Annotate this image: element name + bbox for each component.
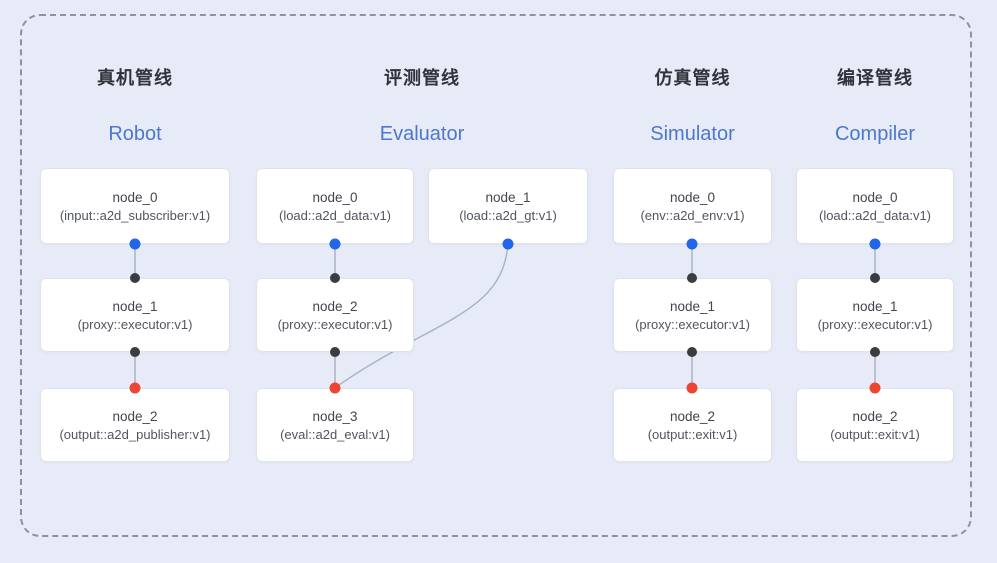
node-robot-1: node_1 (proxy::executor:v1)	[40, 278, 230, 352]
node-type: (eval::a2d_eval:v1)	[280, 426, 390, 442]
node-evaluator-1: node_1 (load::a2d_gt:v1)	[428, 168, 588, 244]
input-port-icon	[870, 273, 880, 283]
node-type: (proxy::executor:v1)	[77, 316, 193, 332]
output-port-icon	[870, 347, 880, 357]
node-name: node_0	[312, 189, 358, 205]
node-type: (output::exit:v1)	[830, 426, 920, 442]
node-name: node_2	[852, 408, 898, 424]
node-type: (proxy::executor:v1)	[635, 316, 750, 332]
node-name: node_1	[112, 298, 158, 314]
input-port-icon	[687, 273, 697, 283]
node-name: node_0	[112, 189, 158, 205]
input-port-icon	[130, 273, 140, 283]
input-port-icon	[129, 382, 141, 394]
node-type: (proxy::executor:v1)	[277, 316, 393, 332]
node-type: (load::a2d_data:v1)	[278, 207, 392, 223]
node-evaluator-2: node_2 (proxy::executor:v1)	[256, 278, 414, 352]
output-port-icon	[330, 347, 340, 357]
output-port-icon	[869, 238, 881, 250]
node-compiler-2: node_2 (output::exit:v1)	[796, 388, 954, 462]
node-name: node_1	[852, 298, 898, 314]
node-robot-0: node_0 (input::a2d_subscriber:v1)	[40, 168, 230, 244]
pipeline-subtitle-evaluator: Evaluator	[379, 123, 465, 145]
node-name: node_1	[669, 298, 716, 314]
pipeline-title-simulator: 仿真管线	[654, 68, 731, 88]
output-port-icon	[502, 238, 514, 250]
node-name: node_1	[485, 189, 531, 205]
pipeline-title-evaluator: 评测管线	[384, 68, 460, 88]
node-type: (output::a2d_publisher:v1)	[59, 426, 211, 442]
output-port-icon	[130, 347, 140, 357]
output-port-icon	[129, 238, 141, 250]
node-simulator-1: node_1 (proxy::executor:v1)	[613, 278, 772, 352]
node-type: (load::a2d_data:v1)	[818, 207, 932, 223]
pipeline-title-robot: 真机管线	[97, 68, 173, 88]
node-compiler-0: node_0 (load::a2d_data:v1)	[796, 168, 954, 244]
output-port-icon	[686, 238, 698, 250]
pipeline-subtitle-robot: Robot	[108, 123, 162, 145]
node-name: node_3	[312, 408, 358, 424]
edge-evaluator-n1-n3	[335, 243, 509, 388]
node-compiler-1: node_1 (proxy::executor:v1)	[796, 278, 954, 352]
node-type: (proxy::executor:v1)	[817, 316, 933, 332]
node-name: node_0	[669, 189, 716, 205]
pipeline-title-compiler: 编译管线	[837, 68, 913, 88]
pipeline-subtitle-compiler: Compiler	[834, 123, 916, 145]
input-port-icon	[686, 382, 698, 394]
node-type: (output::exit:v1)	[647, 426, 738, 442]
node-name: node_2	[312, 298, 358, 314]
node-robot-2: node_2 (output::a2d_publisher:v1)	[40, 388, 230, 462]
node-name: node_0	[852, 189, 898, 205]
node-evaluator-0: node_0 (load::a2d_data:v1)	[256, 168, 414, 244]
node-type: (input::a2d_subscriber:v1)	[59, 207, 211, 223]
node-name: node_2	[669, 408, 716, 424]
node-name: node_2	[112, 408, 158, 424]
input-port-icon	[330, 273, 340, 283]
node-simulator-2: node_2 (output::exit:v1)	[613, 388, 772, 462]
node-type: (load::a2d_gt:v1)	[459, 207, 557, 223]
node-evaluator-3: node_3 (eval::a2d_eval:v1)	[256, 388, 414, 462]
input-port-icon	[869, 382, 881, 394]
output-port-icon	[329, 238, 341, 250]
dashed-frame	[20, 14, 972, 537]
pipeline-subtitle-simulator: Simulator	[650, 123, 735, 145]
output-port-icon	[687, 347, 697, 357]
node-simulator-0: node_0 (env::a2d_env:v1)	[613, 168, 772, 244]
node-type: (env::a2d_env:v1)	[640, 207, 745, 223]
input-port-icon	[329, 382, 341, 394]
